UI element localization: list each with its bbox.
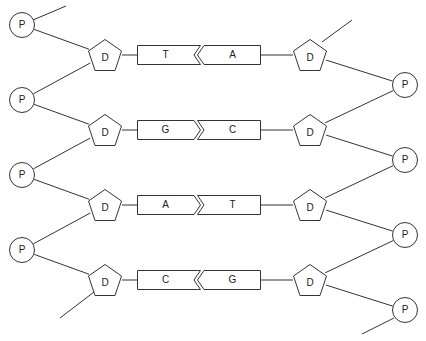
bond-line (261, 55, 293, 56)
bond-line (261, 280, 293, 281)
phosphate-circle: P (9, 12, 35, 38)
sugar-letter: D (306, 53, 313, 63)
base-letter: T (162, 50, 168, 60)
base-outline-shape (138, 196, 201, 215)
base-box: G (197, 270, 261, 290)
base-letter: C (162, 275, 169, 285)
bond-line (33, 213, 90, 244)
base-letter: C (229, 125, 236, 135)
phosphate-letter: P (402, 230, 409, 240)
base-outline-shape (198, 271, 261, 290)
phosphate-letter: P (19, 95, 26, 105)
sugar-letter: D (101, 278, 108, 288)
pentagon-outline-shape (89, 190, 122, 221)
bond-line (122, 55, 137, 56)
pentagon-outline-shape (294, 265, 327, 296)
phosphate-circle: P (9, 162, 35, 188)
phosphate-letter: P (19, 20, 26, 30)
base-outline (137, 195, 201, 215)
bond-line (261, 205, 293, 206)
bond-line (326, 135, 392, 156)
pentagon-outline-shape (89, 40, 122, 71)
base-outline-shape (138, 46, 201, 65)
deoxyribose-pentagon: D (293, 264, 327, 296)
sugar-letter: D (306, 203, 313, 213)
phosphate-letter: P (19, 170, 26, 180)
sugar-letter: D (101, 128, 108, 138)
phosphate-circle: P (392, 222, 418, 248)
phosphate-circle: P (392, 297, 418, 323)
base-letter: A (162, 200, 169, 210)
base-box: T (197, 195, 261, 215)
sugar-letter: D (306, 128, 313, 138)
pentagon-outline-shape (89, 115, 122, 146)
bond-line (122, 205, 137, 206)
strand-tail (322, 20, 352, 42)
base-box: C (137, 270, 201, 290)
strand-tail (33, 6, 66, 20)
pentagon-outline-shape (294, 115, 327, 146)
phosphate-letter: P (402, 80, 409, 90)
base-box: A (197, 45, 261, 65)
pentagon-outline-shape (294, 40, 327, 71)
phosphate-letter: P (402, 155, 409, 165)
phosphate-letter: P (402, 305, 409, 315)
bond-line (122, 280, 137, 281)
deoxyribose-pentagon: D (88, 189, 122, 221)
phosphate-circle: P (392, 72, 418, 98)
bond-line (325, 166, 393, 198)
base-outline (137, 45, 201, 65)
base-box: T (137, 45, 201, 65)
deoxyribose-pentagon: D (293, 114, 327, 146)
base-letter: G (229, 275, 237, 285)
base-outline (197, 45, 261, 65)
base-outline-shape (138, 271, 201, 290)
base-box: A (137, 195, 201, 215)
base-outline-shape (138, 121, 201, 140)
strand-tail (60, 292, 94, 318)
deoxyribose-pentagon: D (88, 264, 122, 296)
bond-line (325, 241, 393, 273)
bond-line (326, 285, 392, 306)
sugar-letter: D (101, 203, 108, 213)
bond-line (34, 179, 89, 199)
bond-line (325, 91, 393, 123)
phosphate-circle: P (9, 87, 35, 113)
phosphate-letter: P (19, 245, 26, 255)
bond-line (326, 60, 392, 81)
base-letter: A (229, 50, 236, 60)
phosphate-circle: P (392, 147, 418, 173)
base-letter: T (229, 200, 235, 210)
phosphate-circle: P (9, 237, 35, 263)
bond-line (33, 63, 90, 94)
bond-line (34, 254, 89, 274)
base-letter: G (162, 125, 170, 135)
bond-line (33, 138, 90, 169)
sugar-letter: D (306, 278, 313, 288)
deoxyribose-pentagon: D (88, 39, 122, 71)
deoxyribose-pentagon: D (293, 39, 327, 71)
sugar-letter: D (101, 53, 108, 63)
base-outline-shape (198, 121, 261, 140)
pentagon-outline-shape (294, 190, 327, 221)
bond-line (261, 130, 293, 131)
deoxyribose-pentagon: D (88, 114, 122, 146)
base-outline (197, 195, 261, 215)
bond-line (326, 210, 392, 231)
base-outline-shape (198, 46, 261, 65)
base-box: C (197, 120, 261, 140)
strand-tail (362, 318, 394, 334)
bond-line (122, 130, 137, 131)
deoxyribose-pentagon: D (293, 189, 327, 221)
pentagon-outline-shape (89, 265, 122, 296)
base-box: G (137, 120, 201, 140)
base-outline-shape (198, 196, 261, 215)
bond-line (34, 104, 89, 124)
bond-line (34, 29, 89, 49)
